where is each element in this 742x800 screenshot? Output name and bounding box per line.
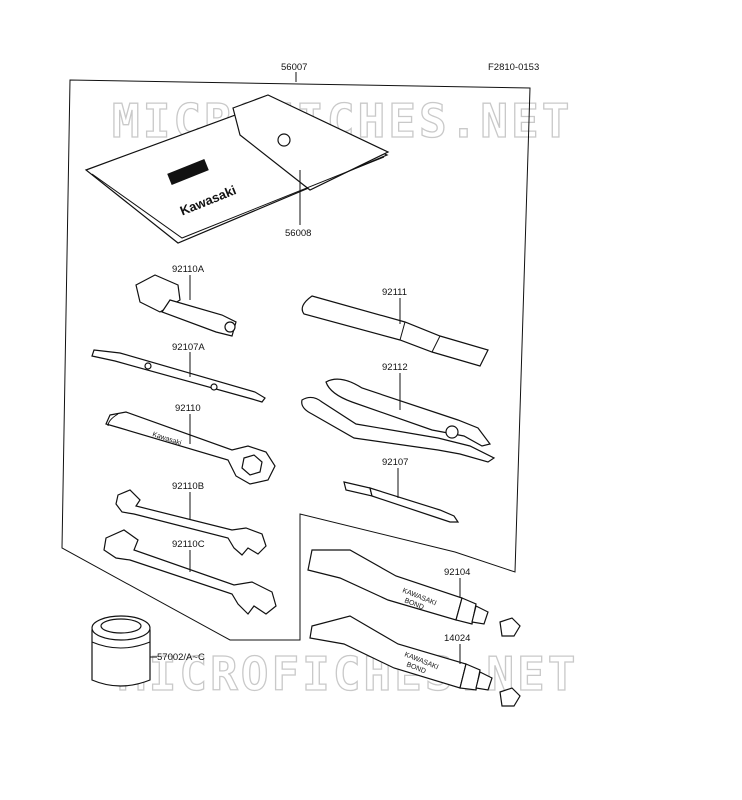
label-14024: 14024 xyxy=(444,633,470,644)
label-92110B: 92110B xyxy=(172,481,204,492)
label-92110C: 92110C xyxy=(172,539,205,550)
label-92112: 92112 xyxy=(382,362,408,373)
tool-bag: Kawasaki xyxy=(84,94,390,244)
flat-screwdriver xyxy=(91,349,266,403)
kit-outline xyxy=(61,79,531,641)
label-92110: 92110 xyxy=(175,403,201,414)
label-92107A: 92107A xyxy=(172,342,205,353)
bond-tube-1: KAWASAKI BOND xyxy=(307,549,521,637)
extension-handle xyxy=(301,295,489,367)
label-56007: 56007 xyxy=(281,62,307,73)
label-57002: 57002/A~C xyxy=(157,652,205,663)
phillips-screwdriver xyxy=(343,481,460,523)
label-92111: 92111 xyxy=(382,287,407,298)
open-wrench-b xyxy=(115,489,267,556)
bond-tube-2: KAWASAKI BOND xyxy=(309,615,521,707)
kawasaki-logo xyxy=(167,158,209,186)
label-92110A: 92110A xyxy=(172,264,205,275)
pliers xyxy=(301,378,496,463)
combination-wrench: Kawasaki xyxy=(105,411,276,485)
label-56008: 56008 xyxy=(285,228,311,239)
label-92107: 92107 xyxy=(382,457,408,468)
grease-can xyxy=(91,615,151,687)
reference-code: F2810-0153 xyxy=(488,62,539,73)
plug-wrench xyxy=(135,274,237,337)
label-92104: 92104 xyxy=(444,567,470,578)
